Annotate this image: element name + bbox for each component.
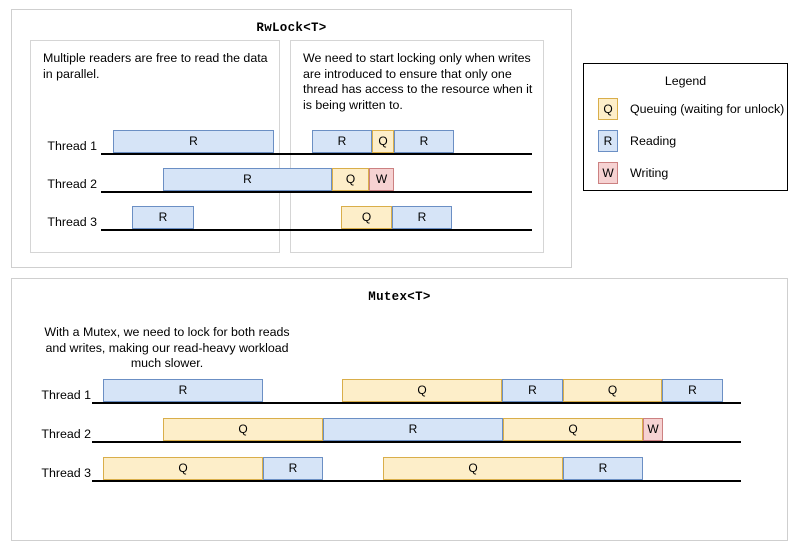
legend-swatch-q: Q — [598, 98, 618, 120]
thread-label: Thread 2 — [47, 177, 97, 191]
timeline-segment-q: Q — [503, 418, 643, 441]
thread-label: Thread 1 — [41, 388, 91, 402]
timeline-segment-r: R — [163, 168, 332, 191]
thread-baseline — [101, 153, 532, 155]
thread-label: Thread 2 — [41, 427, 91, 441]
thread-baseline — [92, 441, 741, 443]
timeline-segment-q: Q — [163, 418, 323, 441]
legend-swatch-w: W — [598, 162, 618, 184]
timeline-segment-q: Q — [103, 457, 263, 480]
thread-baseline — [101, 229, 532, 231]
timeline-segment-w: W — [369, 168, 394, 191]
mutex-description: With a Mutex, we need to lock for both r… — [44, 325, 290, 370]
legend-swatch-r: R — [598, 130, 618, 152]
timeline-segment-q: Q — [332, 168, 369, 191]
timeline-segment-w: W — [643, 418, 663, 441]
timeline-segment-q: Q — [563, 379, 662, 402]
timeline-segment-r: R — [563, 457, 643, 480]
timeline-segment-q: Q — [342, 379, 502, 402]
legend-box: Legend Q Queuing (waiting for unlock) R Rea… — [583, 63, 788, 191]
rwlock-panel: RwLock<T> Multiple readers are free to r… — [11, 9, 572, 268]
timeline-segment-q: Q — [372, 130, 394, 153]
thread-label: Thread 1 — [47, 139, 97, 153]
timeline-segment-r: R — [263, 457, 323, 480]
mutex-panel-title: Mutex<T> — [368, 290, 431, 304]
timeline-segment-r: R — [662, 379, 723, 402]
mutex-panel: Mutex<T> With a Mutex, we need to lock f… — [11, 278, 788, 541]
legend-label: Writing — [630, 166, 669, 180]
thread-label: Thread 3 — [41, 466, 91, 480]
thread-baseline — [101, 191, 532, 193]
timeline-segment-q: Q — [341, 206, 392, 229]
timeline-segment-r: R — [103, 379, 263, 402]
rwlock-panel-title: RwLock<T> — [256, 21, 327, 35]
timeline-segment-q: Q — [383, 457, 563, 480]
timeline-segment-r: R — [394, 130, 454, 153]
rwlock-right-description: We need to start locking only when write… — [303, 51, 533, 112]
timeline-segment-r: R — [132, 206, 194, 229]
timeline-segment-r: R — [312, 130, 372, 153]
legend-title: Legend — [664, 74, 707, 88]
timeline-segment-r: R — [502, 379, 563, 402]
timeline-segment-r: R — [323, 418, 503, 441]
thread-baseline — [92, 480, 741, 482]
rwlock-left-description: Multiple readers are free to read the da… — [43, 51, 268, 81]
legend-label: Reading — [630, 134, 677, 148]
legend-label: Queuing (waiting for unlock) — [630, 102, 785, 116]
thread-label: Thread 3 — [47, 215, 97, 229]
timeline-segment-r: R — [113, 130, 274, 153]
thread-baseline — [92, 402, 741, 404]
timeline-segment-r: R — [392, 206, 452, 229]
